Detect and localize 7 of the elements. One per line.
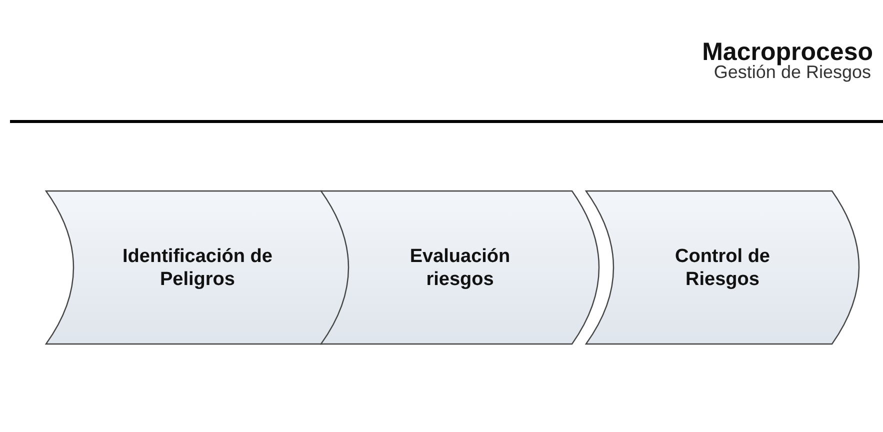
process-step-shape (45, 190, 350, 345)
title: Macroproceso (702, 38, 873, 66)
step-label: Identificación de Peligros (122, 244, 274, 290)
process-step-shape (585, 190, 860, 345)
step-label: Evaluación riesgos (408, 244, 512, 290)
process-step-shape (320, 190, 600, 345)
step-label: Control de Riesgos (674, 244, 771, 290)
